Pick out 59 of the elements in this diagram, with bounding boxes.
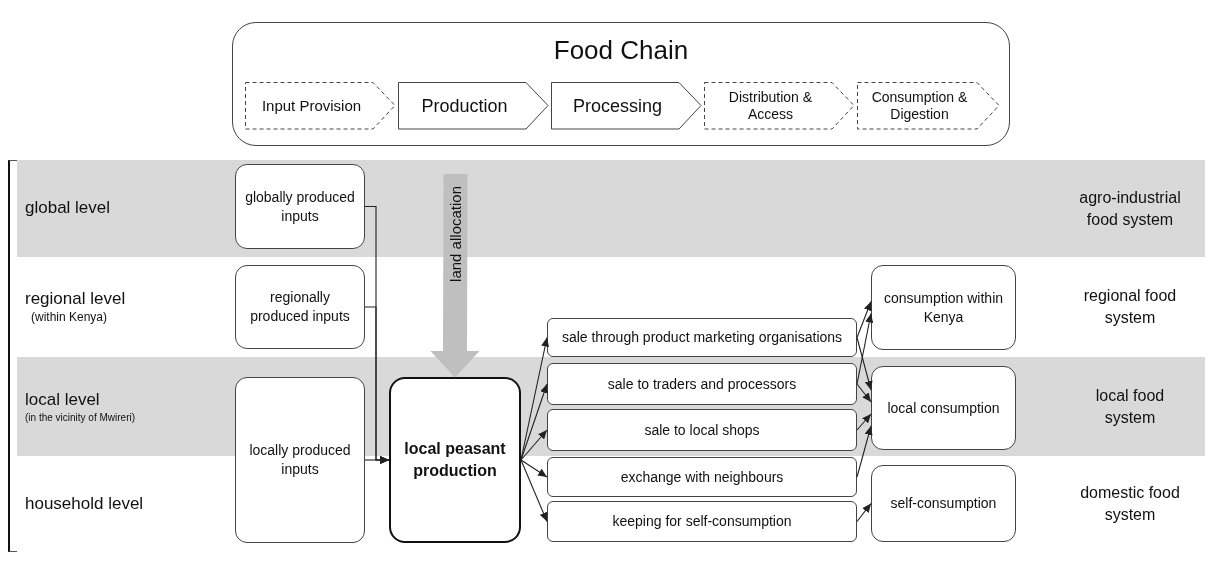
process-box (871, 265, 1016, 350)
process-box (547, 318, 857, 357)
block-arrow (430, 173, 480, 378)
level-label: regional level (25, 288, 127, 311)
node-label: sale to local shops (644, 420, 760, 440)
process-box (235, 377, 365, 543)
step-label: Production (420, 94, 509, 118)
arrow (856, 502, 872, 523)
level-note: (within Kenya) (30, 310, 109, 326)
process-box (389, 377, 521, 543)
arrow (520, 459, 548, 478)
arrow (856, 300, 872, 339)
process-box (547, 409, 857, 451)
food-system-label: domestic food system (1079, 483, 1181, 525)
step-label: Distribution & Access (727, 88, 814, 124)
level-label: global level (25, 197, 112, 220)
arrow (364, 456, 390, 464)
food-chain-panel (232, 22, 1010, 146)
node-label: sale to traders and processors (607, 374, 797, 394)
chevron-step (704, 82, 855, 130)
arrow (856, 312, 874, 385)
node-label: self-consumption (890, 494, 997, 513)
chevron-step (245, 82, 396, 130)
arrow (520, 383, 548, 461)
node-label: local consumption (887, 398, 1000, 418)
arrow (520, 429, 548, 461)
node-label: regionally produced inputs (249, 288, 351, 326)
node-label: locally produced inputs (248, 441, 352, 479)
process-box (547, 363, 857, 405)
node-label: globally produced inputs (244, 187, 356, 226)
edge-label: land allocation (446, 186, 464, 282)
node-label: exchange with neighbours (620, 467, 784, 487)
panel-title: Food Chain (552, 35, 690, 66)
chevron-step (398, 82, 549, 130)
node-label: consumption within Kenya (882, 288, 1005, 327)
chevron-step (857, 82, 1000, 130)
arrow (856, 413, 872, 431)
step-label: Consumption & Digestion (870, 88, 969, 124)
level-label: local level (25, 388, 101, 411)
process-box (871, 465, 1016, 542)
level-note: (in the vicinity of Mwireri) (25, 411, 137, 425)
arrow (856, 336, 873, 391)
node-label: sale through product marketing organisations (561, 329, 843, 346)
food-system-label: local food system (1094, 385, 1166, 428)
process-box (547, 457, 857, 497)
level-label: household level (25, 492, 145, 515)
process-box (235, 164, 365, 249)
step-label: Input Provision (260, 95, 363, 116)
node-label: keeping for self-consumption (612, 512, 792, 531)
food-system-label: regional food system (1082, 286, 1178, 328)
step-label: Processing (571, 94, 663, 118)
process-box (871, 366, 1016, 450)
chevron-step (551, 82, 702, 130)
arrow (520, 459, 548, 523)
arrow (856, 383, 872, 403)
food-system-label: agro-industrial food system (1078, 187, 1182, 230)
process-box (235, 265, 365, 349)
process-box (547, 501, 857, 542)
node-label: local peasant production (403, 439, 507, 481)
